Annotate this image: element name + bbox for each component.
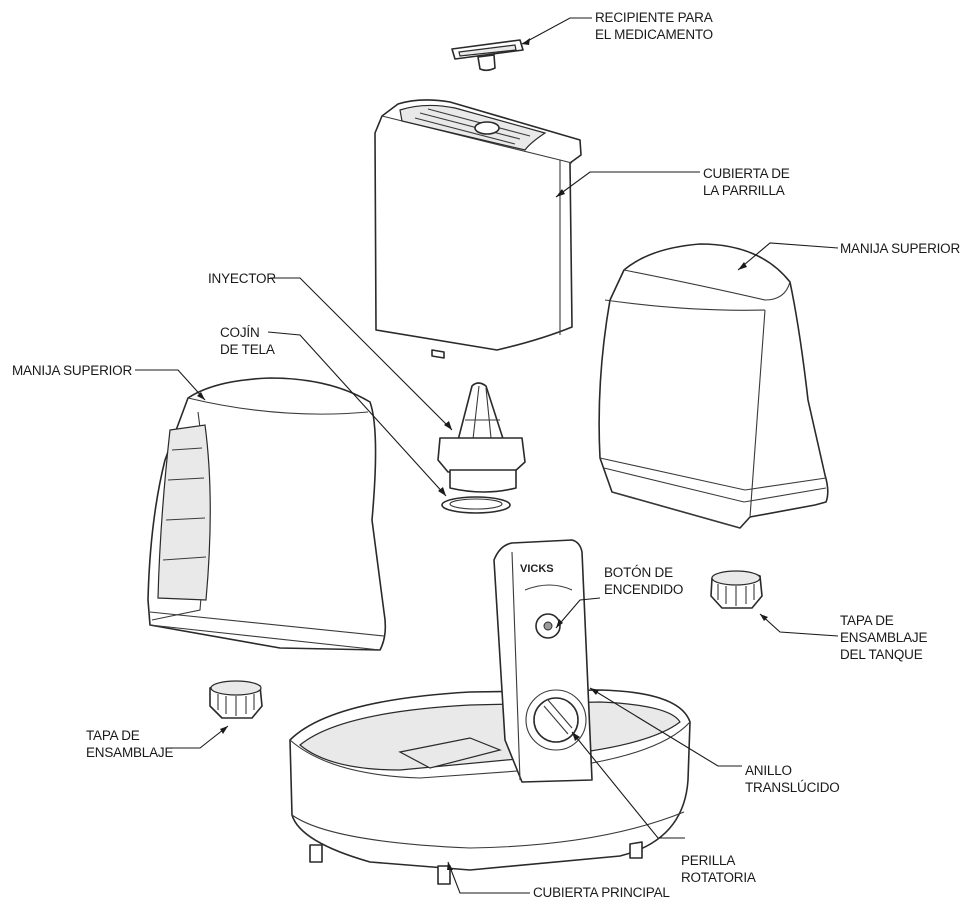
label-text: INYECTOR <box>208 271 276 286</box>
vicks-logo-text: VICKS <box>520 563 554 575</box>
label-cojin-tela: COJÍN DE TELA <box>220 324 275 358</box>
label-text: PERILLA <box>681 853 736 868</box>
cloth-pad <box>441 496 511 514</box>
label-text: ROTATORIA <box>681 870 756 885</box>
label-text: ANILLO <box>745 763 792 778</box>
assembly-cap-left <box>209 680 263 719</box>
label-cubierta-principal: CUBIERTA PRINCIPAL <box>533 884 670 901</box>
grille-cover <box>374 99 582 359</box>
label-text: TAPA DE <box>840 613 894 628</box>
medicine-cup <box>451 39 524 72</box>
label-perilla-rotatoria: PERILLA ROTATORIA <box>681 852 756 886</box>
label-text: RECIPIENTE PARA <box>595 10 713 25</box>
label-text: COJÍN <box>220 325 260 340</box>
label-text: ENSAMBLAJE <box>840 630 928 645</box>
label-cubierta-parrilla: CUBIERTA DE LA PARRILLA <box>703 165 790 199</box>
label-text: DE TELA <box>220 342 275 357</box>
left-tank <box>147 377 387 651</box>
leader-lines <box>135 17 839 894</box>
main-base <box>289 689 691 885</box>
label-recipiente-medicamento: RECIPIENTE PARA EL MEDICAMENTO <box>595 9 713 43</box>
label-text: ENCENDIDO <box>604 582 684 597</box>
label-text: BOTÓN DE <box>604 565 673 580</box>
label-text: ENSAMBLAJE <box>86 745 174 760</box>
label-text: TAPA DE <box>86 728 140 743</box>
label-text: LA PARRILLA <box>703 183 785 198</box>
label-manija-superior-right: MANIJA SUPERIOR <box>840 240 960 257</box>
label-text: DEL TANQUE <box>840 647 923 662</box>
label-text: CUBIERTA DE <box>703 166 790 181</box>
control-panel: VICKS <box>493 539 593 783</box>
label-inyector: INYECTOR <box>208 270 276 287</box>
label-tapa-ensamblaje-tanque: TAPA DE ENSAMBLAJE DEL TANQUE <box>840 612 927 663</box>
label-manija-superior-left: MANIJA SUPERIOR <box>12 362 132 379</box>
label-boton-encendido: BOTÓN DE ENCENDIDO <box>604 564 683 598</box>
right-tank <box>598 243 829 529</box>
label-text: TRANSLÚCIDO <box>745 780 840 795</box>
label-text: EL MEDICAMENTO <box>595 27 713 42</box>
label-tapa-ensamblaje: TAPA DE ENSAMBLAJE <box>86 727 173 761</box>
label-text: CUBIERTA PRINCIPAL <box>533 885 670 900</box>
label-text: MANIJA SUPERIOR <box>840 241 961 256</box>
label-anillo-translucido: ANILLO TRANSLÚCIDO <box>745 762 840 796</box>
label-text: MANIJA SUPERIOR <box>12 363 133 378</box>
tank-cap-right <box>710 570 763 609</box>
injector <box>437 382 526 493</box>
